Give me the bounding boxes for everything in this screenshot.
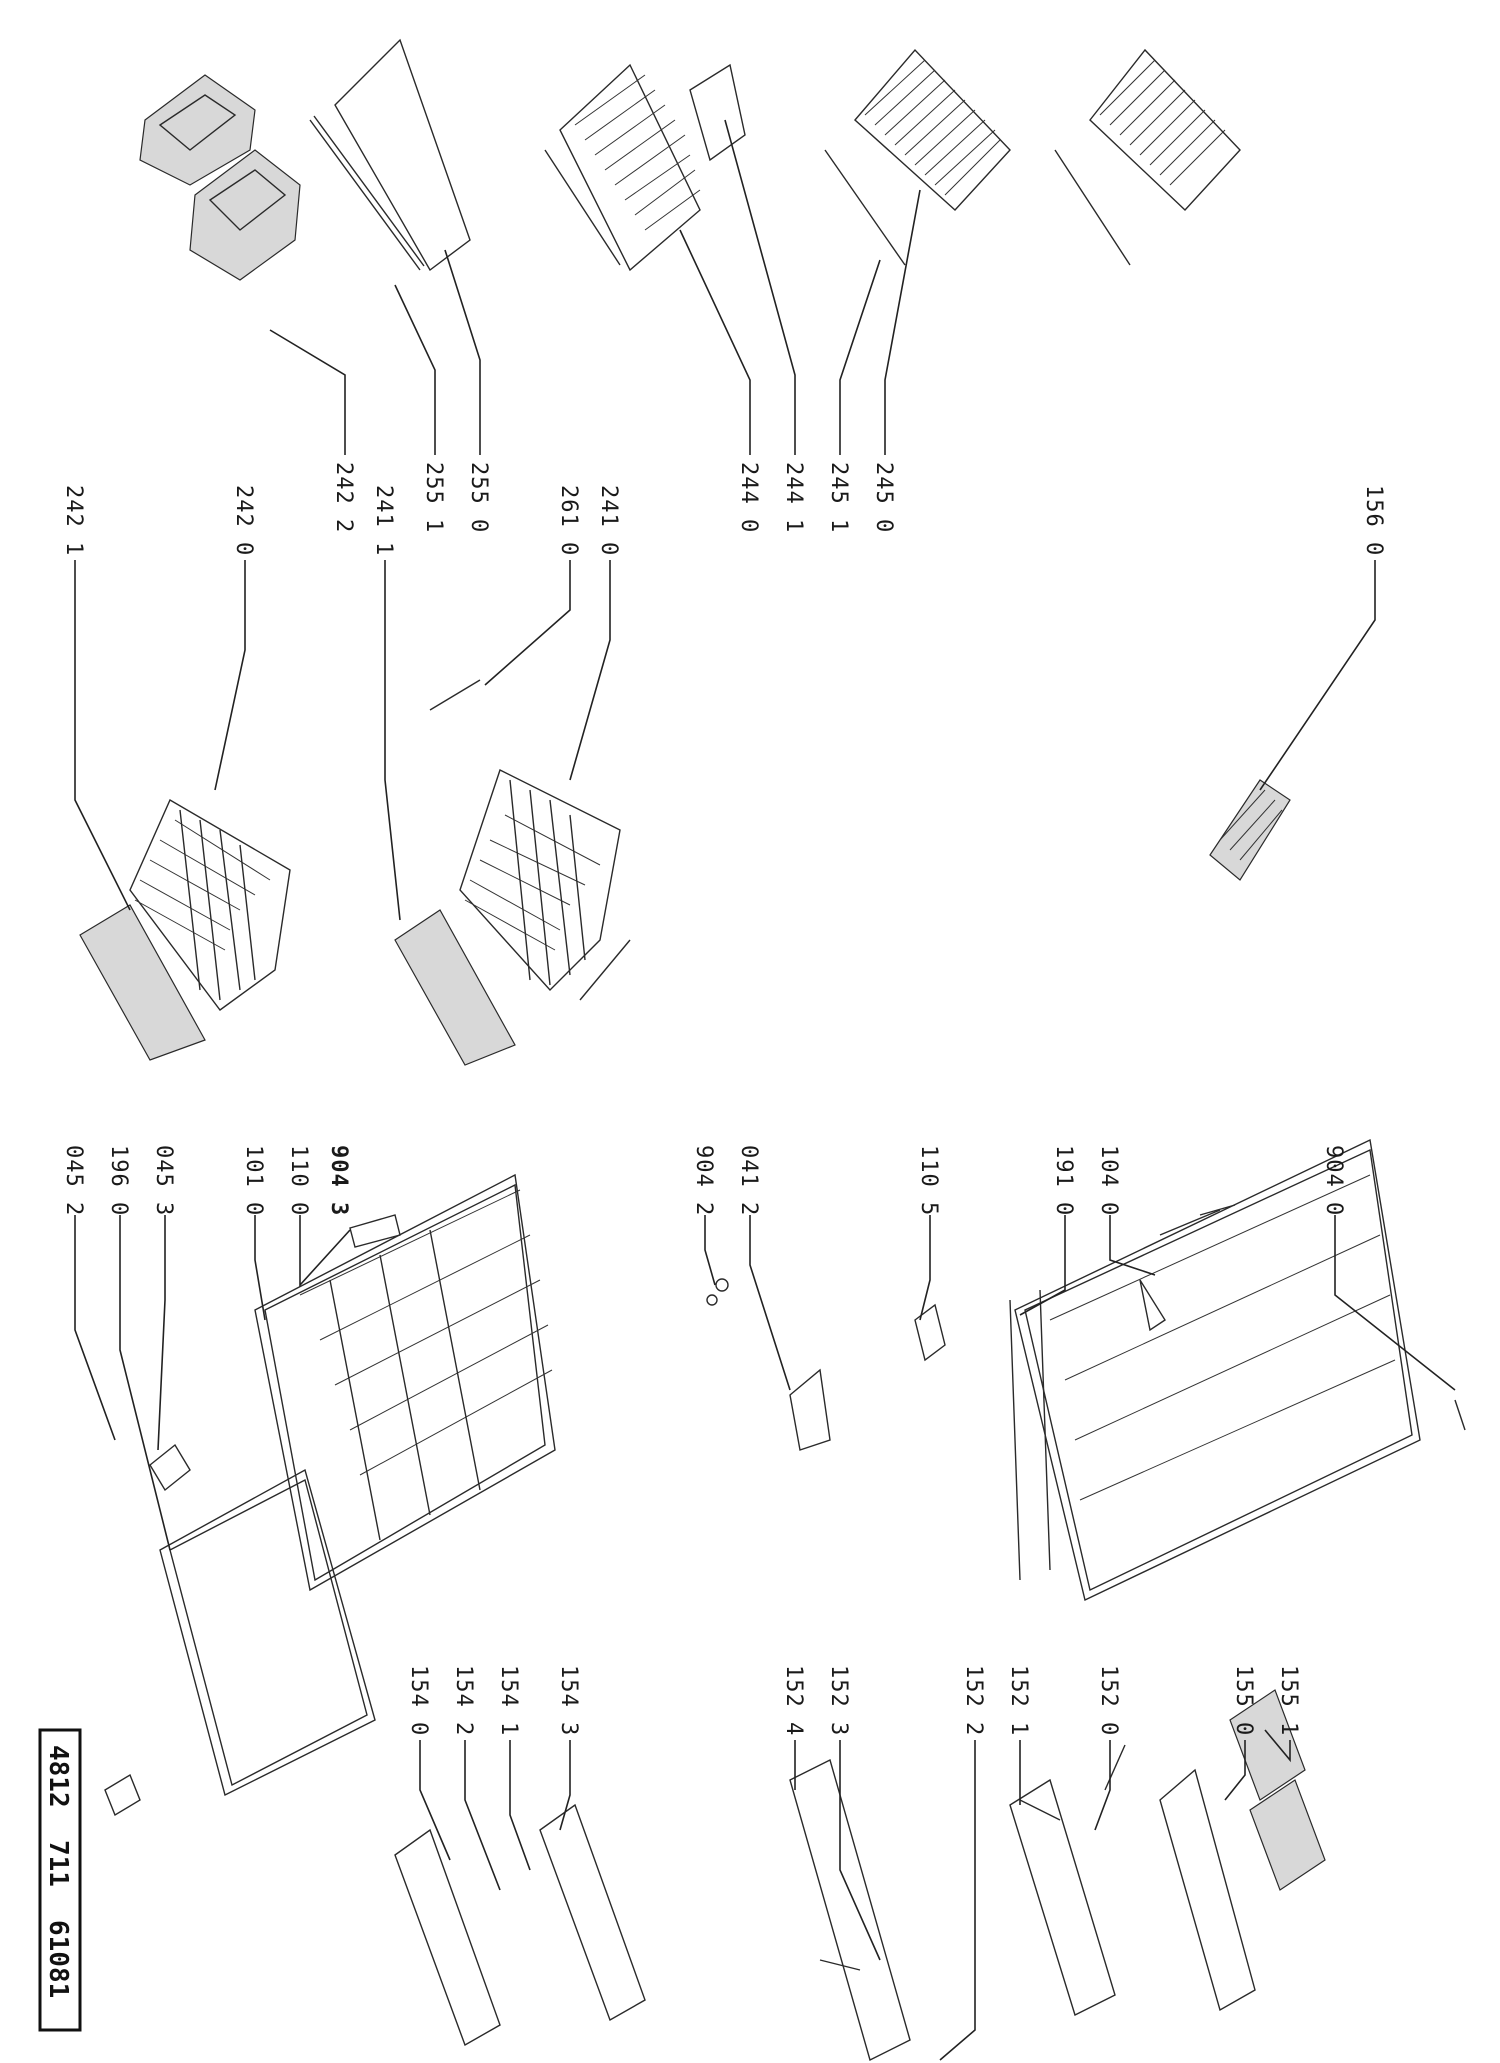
ice-tray-drawing (1209, 779, 1291, 881)
part-label-101-0: 101 0 (241, 1145, 266, 1216)
part-label-110-0: 110 0 (286, 1145, 311, 1216)
door-shelf-155-drawing (1159, 1689, 1326, 2012)
part-label-255-0: 255 0 (466, 462, 491, 533)
part-label-154-3: 154 3 (556, 1665, 581, 1736)
part-label-154-1: 154 1 (496, 1665, 521, 1736)
wire-shelf-a-drawing (544, 63, 746, 272)
part-label-241-0: 241 0 (596, 485, 621, 556)
drawer-basket-a-drawing (79, 799, 291, 1061)
basket-pair-drawing (139, 74, 301, 281)
hardware-drawing (104, 1204, 1466, 1817)
part-label-244-0: 244 0 (736, 462, 761, 533)
document-code-part-3: 61081 (43, 1920, 73, 1998)
part-label-154-2: 154 2 (451, 1665, 476, 1736)
part-label-241-1: 241 1 (371, 485, 396, 556)
document-code-box: 4812 711 61081 (38, 1728, 82, 2032)
part-label-155-0: 155 0 (1231, 1665, 1256, 1736)
part-label-152-2: 152 2 (961, 1665, 986, 1736)
document-code-part-1: 4812 (43, 1745, 73, 1808)
part-label-110-5: 110 5 (916, 1145, 941, 1216)
door-shelf-154-b-drawing (394, 1828, 501, 2047)
document-code-part-2: 711 (43, 1840, 73, 1887)
part-label-904-2: 904 2 (691, 1145, 716, 1216)
door-assembly-lower-drawing (1009, 1138, 1421, 1602)
bottle-rail-152-drawing (789, 1758, 911, 2062)
part-label-261-0: 261 0 (556, 485, 581, 556)
part-label-904-0: 904 0 (1321, 1145, 1346, 1216)
door-shelf-154-a-drawing (539, 1803, 646, 2022)
part-label-904-3: 904 3 (326, 1145, 351, 1216)
part-label-196-0: 196 0 (106, 1145, 131, 1216)
part-labels: 255 0 255 1 242 2 244 0 244 1 245 1 245 … (61, 462, 1386, 1736)
part-label-245-0: 245 0 (871, 462, 896, 533)
part-label-104-0: 104 0 (1096, 1145, 1121, 1216)
glass-shelf-drawing (309, 38, 471, 272)
part-label-242-0: 242 0 (231, 485, 256, 556)
part-label-244-1: 244 1 (781, 462, 806, 533)
part-label-152-1: 152 1 (1006, 1665, 1031, 1736)
part-label-152-0: 152 0 (1096, 1665, 1121, 1736)
door-panel-upper-drawing (159, 1173, 556, 1797)
part-label-045-2: 045 2 (61, 1145, 86, 1216)
part-label-245-1: 245 1 (826, 462, 851, 533)
part-label-152-3: 152 3 (826, 1665, 851, 1736)
part-label-255-1: 255 1 (421, 462, 446, 533)
part-label-154-0: 154 0 (406, 1665, 431, 1736)
part-label-041-2: 041 2 (736, 1145, 761, 1216)
part-label-045-3: 045 3 (151, 1145, 176, 1216)
part-label-152-4: 152 4 (781, 1665, 806, 1736)
part-label-191-0: 191 0 (1051, 1145, 1076, 1216)
drawer-basket-b-drawing (394, 679, 631, 1066)
part-label-242-1: 242 1 (61, 485, 86, 556)
leader-lines (74, 119, 1456, 2061)
part-label-155-1: 155 1 (1276, 1665, 1301, 1736)
wire-shelf-b-drawing (824, 48, 1011, 266)
door-shelf-152-drawing (1009, 1778, 1116, 2016)
wire-shelf-c-drawing (1054, 48, 1241, 266)
part-label-156-0: 156 0 (1361, 485, 1386, 556)
part-label-242-2: 242 2 (331, 462, 356, 533)
